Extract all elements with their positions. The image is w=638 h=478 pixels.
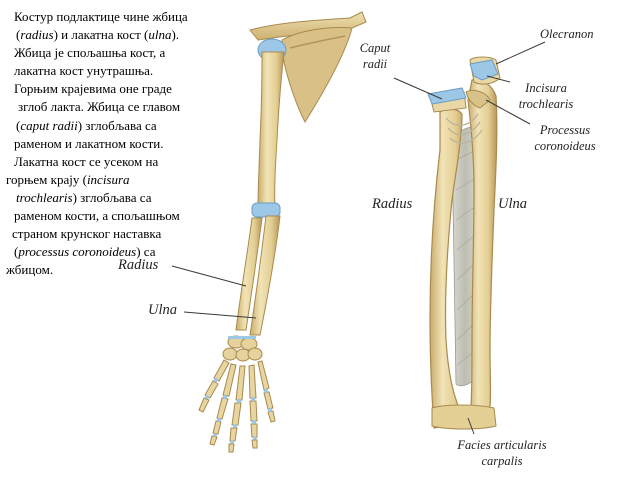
finger-joint-cartilage [205, 377, 272, 444]
description-line: (processus coronoideus) са [14, 244, 156, 260]
carpal-bones [222, 335, 263, 362]
facies-articularis-carpalis-label: Facies articularis carpalis [457, 438, 547, 468]
description-line: Жбица је спољашња кост, а [14, 45, 166, 61]
description-line: раменом и лакатном кости. [14, 135, 164, 151]
left-radius-label: Radius [118, 257, 159, 273]
coronoid-process [465, 89, 491, 109]
description-line: горњем крају (incisura [6, 171, 130, 187]
description-line: Лакатна кост се усеком на [14, 153, 159, 169]
facies-articularis-leader-line [467, 417, 475, 435]
incisura-trochlearis-leader-line [486, 75, 511, 83]
processus-coronoideus-leader-line [485, 99, 531, 125]
elbow-joint-cartilage [251, 202, 281, 218]
caput-radii-label: Caput radii [359, 41, 391, 71]
radius-leader-line [171, 265, 247, 287]
distal-articular-surface [431, 404, 497, 430]
radius-head-cartilage [427, 87, 467, 105]
arm-skeleton-illustration [171, 11, 367, 453]
description-line: (caput radii) зглобљава са [16, 117, 157, 133]
caput-radii-leader-line [393, 77, 443, 100]
description-line: зглоб лакта. Жбица се главом [18, 99, 181, 115]
description-line: Костур подлактице чине жбица [14, 9, 188, 24]
olecranon-leader-line [495, 41, 546, 65]
humerus-bone [257, 51, 285, 207]
hand-bones [198, 359, 276, 453]
right-radius-label: Radius [372, 196, 413, 212]
description-text: Костур подлактице чине жбица (radius) и … [6, 8, 218, 279]
right-ulna-bone [467, 79, 498, 421]
description-line: страном крунског наставка [12, 226, 162, 242]
right-ulna-label: Ulna [498, 196, 527, 212]
left-ulna-bone [249, 215, 281, 336]
olecranon-label: Olecranon [540, 27, 594, 41]
clavicle-bone [249, 11, 367, 41]
ulna-leader-line [183, 311, 257, 319]
description-line: (radius) и лакатна кост (ulna). [16, 27, 180, 43]
description-line: раменом кости, а спољашњом [14, 208, 180, 224]
forearm-bones-illustration [393, 41, 546, 435]
description-line: лакатна кост унутрашња. [14, 63, 154, 79]
scapula-bone [281, 27, 353, 124]
left-ulna-label: Ulna [148, 302, 177, 318]
left-radius-bone [235, 217, 263, 331]
right-radius-bone [429, 108, 467, 429]
description-line: Горњим крајевима оне граде [14, 81, 172, 97]
processus-coronoideus-label: Processus coronoideus [534, 123, 596, 153]
description-line: trochlearis) зглобљава са [16, 189, 152, 205]
incisura-trochlearis-label: Incisura trochlearis [518, 81, 574, 111]
description-line: жбицом. [6, 262, 54, 278]
